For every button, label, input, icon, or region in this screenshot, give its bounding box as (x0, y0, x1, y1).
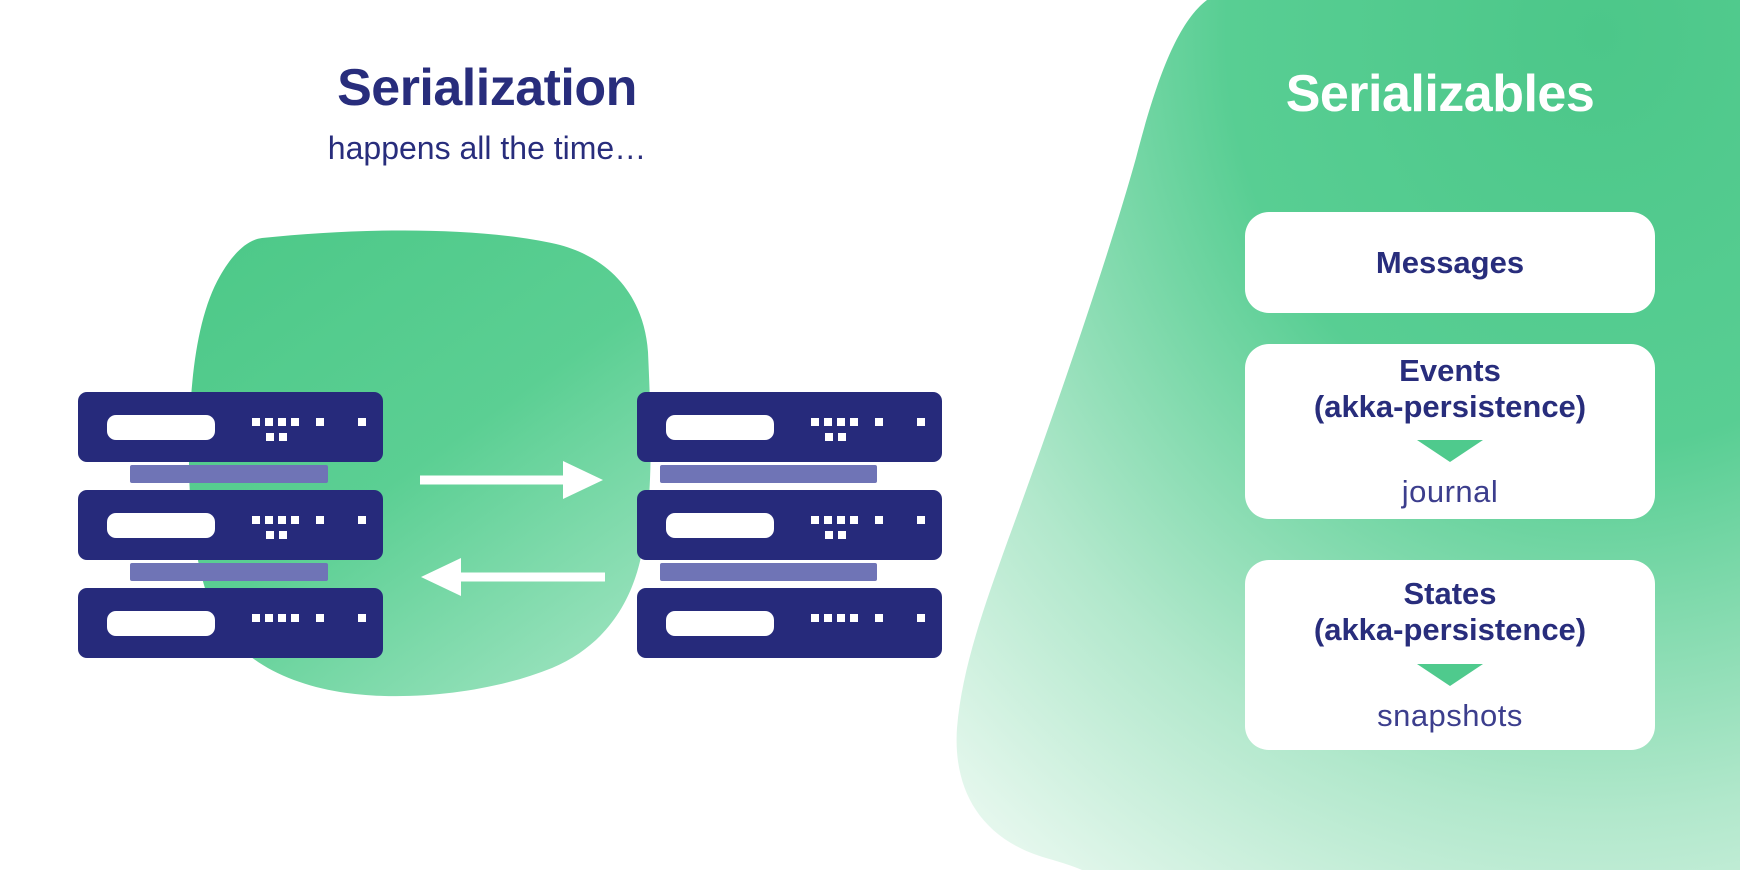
card-messages: Messages (1245, 212, 1655, 313)
card-destination: snapshots (1377, 697, 1523, 733)
server-connector (130, 563, 328, 581)
card-qualifier: (akka-persistence) (1313, 612, 1587, 647)
server-slot (666, 415, 774, 440)
arrow-left-icon (421, 558, 605, 596)
card-events: Events (akka-persistence) journal (1245, 344, 1655, 519)
server-connector (660, 563, 877, 581)
server-unit (637, 588, 942, 658)
page-title: Serialization (337, 59, 637, 117)
panel-title: Serializables (1285, 65, 1595, 123)
server-unit (78, 392, 383, 462)
server-slot (107, 611, 215, 636)
server-unit (637, 392, 942, 462)
left-headline: Serialization happens all the time… (187, 58, 787, 167)
card-destination: journal (1401, 474, 1499, 510)
server-slot (666, 513, 774, 538)
server-slot (107, 513, 215, 538)
server-connector (660, 465, 877, 483)
server-connector (130, 465, 328, 483)
card-states: States (akka-persistence) snapshots (1245, 560, 1655, 750)
server-leds-icon (252, 614, 366, 622)
server-leds-icon (811, 516, 925, 539)
server-leds-icon (252, 418, 366, 441)
card-qualifier: (akka-persistence) (1313, 388, 1587, 424)
triangle-down-icon (1417, 663, 1483, 686)
server-stack-right (637, 392, 942, 658)
card-title: Events (1399, 352, 1501, 388)
server-leds-icon (252, 516, 366, 539)
server-unit (78, 490, 383, 560)
server-leds-icon (811, 614, 925, 622)
server-unit (78, 588, 383, 658)
server-stack-left (78, 392, 383, 658)
server-leds-icon (811, 418, 925, 441)
server-slot (666, 611, 774, 636)
server-slot (107, 415, 215, 440)
triangle-down-icon (1417, 440, 1483, 463)
page-subtitle: happens all the time… (327, 130, 647, 166)
card-title: Messages (1375, 244, 1525, 280)
server-unit (637, 490, 942, 560)
arrow-right-icon (420, 461, 603, 499)
card-title: States (1403, 576, 1497, 612)
